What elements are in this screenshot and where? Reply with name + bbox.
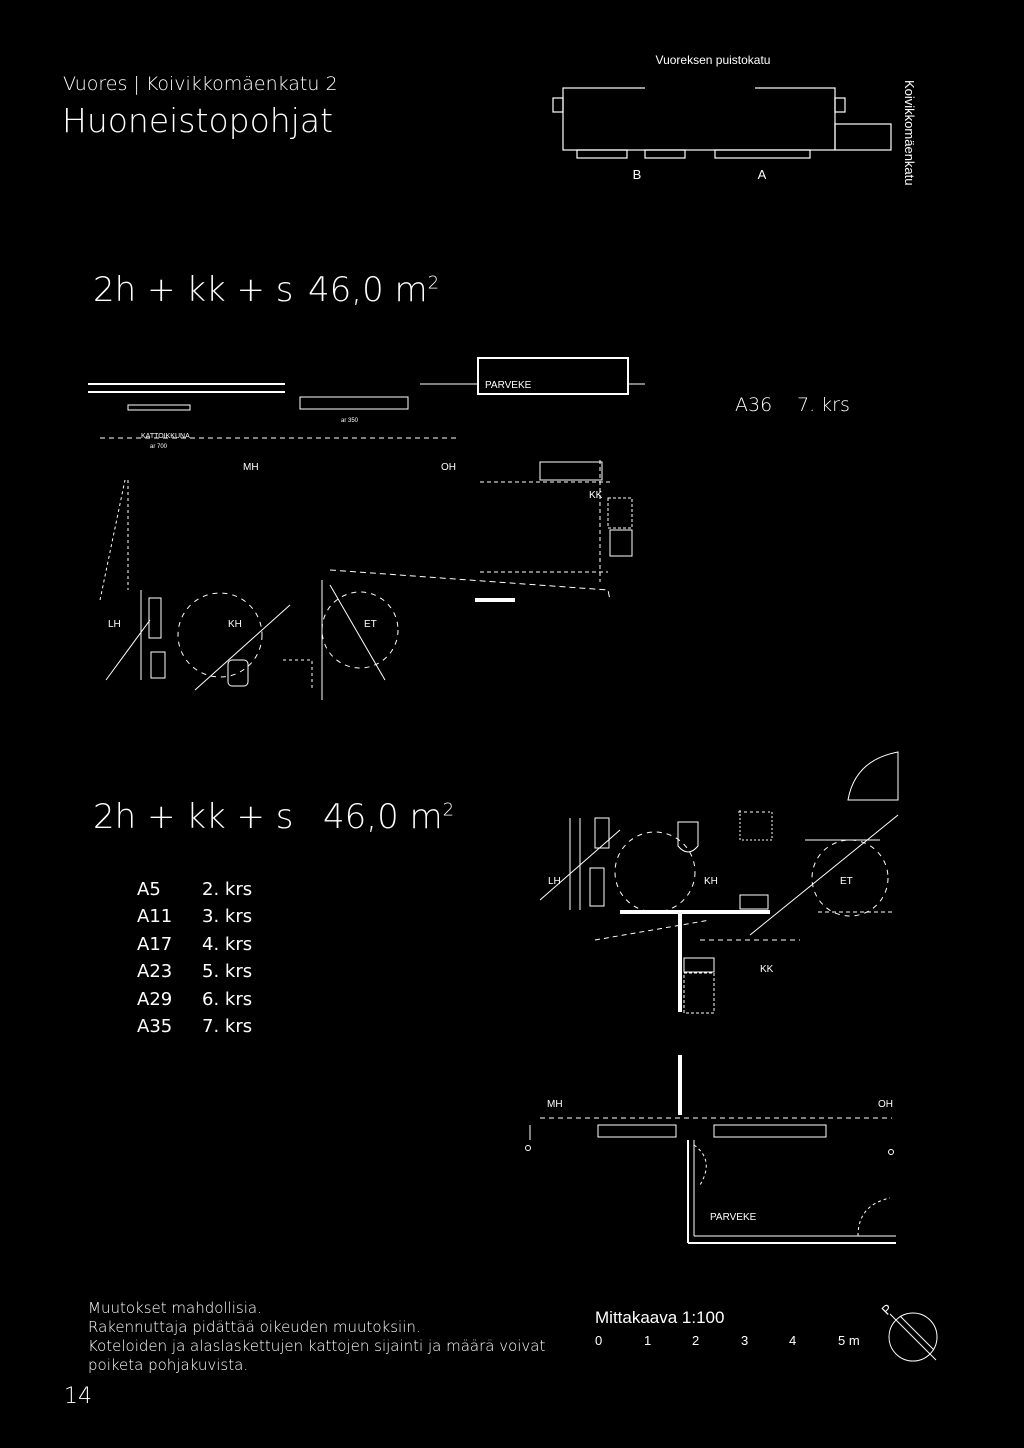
plan1-roof-window-label: KATTOIKKUNA <box>141 433 190 440</box>
plan1-kitchenette-label: KK <box>589 490 603 501</box>
plan1-bathroom-label: KH <box>228 619 242 630</box>
street-top-label: Vuoreksen puistokatu <box>656 53 771 67</box>
footer-note: Muutokset mahdollisia. <box>88 1299 262 1317</box>
plan1-ar700-label: ar 700 <box>150 444 168 450</box>
scale-tick: 0 <box>595 1333 603 1348</box>
plan1-type: 2h + kk + s <box>93 270 294 310</box>
building-a-label: A <box>758 167 767 182</box>
plan2-bathroom-label: KH <box>704 876 718 887</box>
page-title: Huoneistopohjat <box>62 101 334 140</box>
plan2-kitchenette-label: KK <box>760 964 774 975</box>
plan1-floor: 7. krs <box>797 394 850 416</box>
footer-note: Koteloiden ja alaslaskettujen kattojen s… <box>88 1337 546 1355</box>
address-line: Vuores | Koivikkomäenkatu 2 <box>63 73 338 95</box>
plan2-area: 46,0 m2 <box>323 797 455 837</box>
plan1-area: 46,0 m2 <box>308 270 440 310</box>
scale-tick: 5 m <box>838 1333 860 1348</box>
page-number: 14 <box>64 1384 92 1409</box>
scale-label: Mittakaava 1:100 <box>595 1308 725 1327</box>
plan1-living-label: OH <box>441 462 456 473</box>
plan1-ar350-label: ar 350 <box>341 418 359 424</box>
plan2-bedroom-label: MH <box>547 1099 563 1110</box>
plan2-living-label: OH <box>878 1099 893 1110</box>
plan1-closet-label: LH <box>108 619 121 630</box>
plan2-type: 2h + kk + s <box>93 797 294 837</box>
plan1-balcony-label: PARVEKE <box>485 380 532 391</box>
plan2-hall-label: ET <box>840 876 853 887</box>
site-map: Vuoreksen puistokatu B A Koivikkomäenkat… <box>552 53 917 186</box>
footer-note: Rakennuttaja pidättää oikeuden muutoksii… <box>88 1318 421 1336</box>
plan1-unit: A36 <box>735 394 773 416</box>
scale-tick: 4 <box>789 1333 797 1348</box>
street-right-label: Koivikkomäenkatu <box>902 80 917 186</box>
building-b-label: B <box>633 167 642 182</box>
plan1-bedroom-label: MH <box>243 462 259 473</box>
scale-tick: 2 <box>692 1333 700 1348</box>
plan1-hall-label: ET <box>364 619 377 630</box>
plan1-drawing: PARVEKE KATTOIKKUNA ar 350 ar 700 MH OH … <box>88 357 645 700</box>
plan2-drawing: LH KH ET KK MH OH PARVEKE <box>525 751 899 1244</box>
scale-tick: 3 <box>741 1333 749 1348</box>
scale-tick: 1 <box>644 1333 652 1348</box>
footer-note: poiketa pohjakuvista. <box>88 1356 249 1374</box>
plan2-balcony-label: PARVEKE <box>710 1212 757 1223</box>
north-label: P <box>879 1301 896 1318</box>
plan2-closet-label: LH <box>548 876 561 887</box>
